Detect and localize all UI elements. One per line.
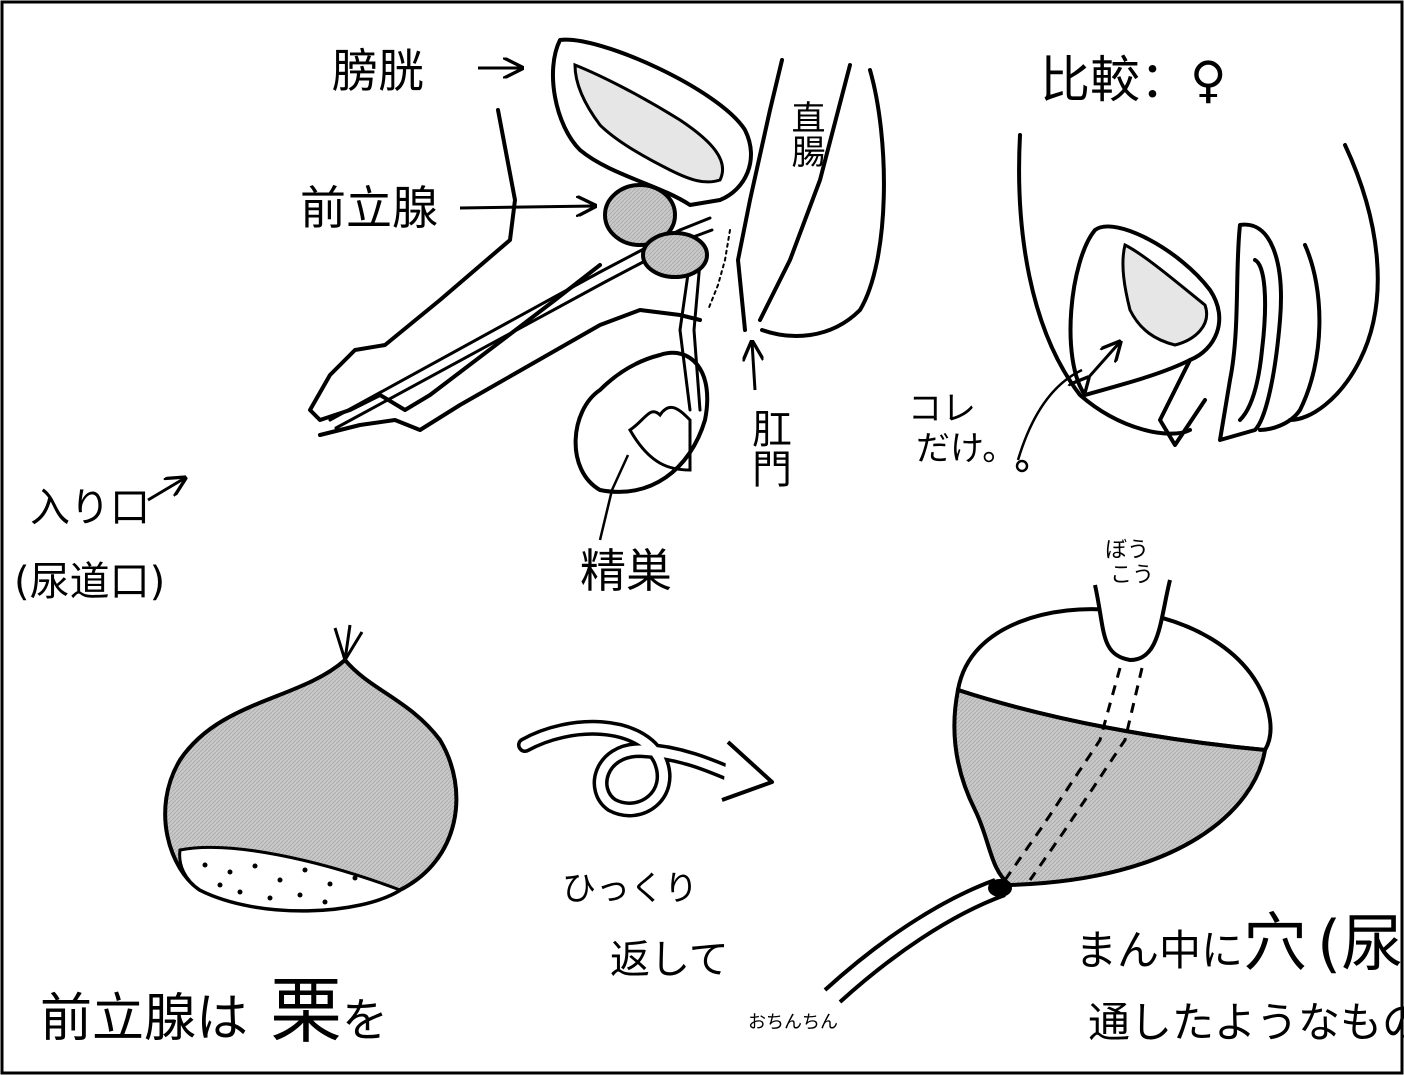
uterus-lumen [1123, 245, 1207, 345]
label-anus: 肛門 [748, 408, 788, 488]
label-kore: コレ [908, 392, 976, 426]
vagina-length-arrow [1088, 342, 1120, 378]
bladder-lumen [575, 65, 723, 182]
label-penis: おちんちん [748, 1014, 838, 1032]
anus-arrow [752, 342, 755, 390]
label-prostate: 前立腺 [300, 185, 438, 231]
chestnut-tip [335, 625, 362, 660]
label-flip: ひっくり [562, 872, 698, 906]
hole-prefix: まん中に [1075, 926, 1243, 975]
testis-pointer [600, 455, 628, 540]
label-compare-female: 比較：♀ [1040, 55, 1227, 105]
urethra-junction [988, 879, 1012, 897]
label-flip-over: 返して [610, 940, 729, 980]
caption-through: 通したようなもの [1088, 1002, 1404, 1044]
label-urethral-opening: (尿道口) [14, 562, 165, 602]
label-bladder-neck-2: こう [1110, 565, 1154, 587]
hole-char: 穴 [1243, 907, 1307, 981]
label-dake: だけ。 [916, 432, 1016, 466]
caption-suffix: を [342, 993, 388, 1047]
prostate-arrow [460, 206, 595, 208]
flip-arrowhead [722, 742, 772, 800]
caption-prefix: 前立腺は [40, 989, 248, 1049]
entrance-arrow [148, 478, 185, 500]
kore-dot [1017, 461, 1027, 471]
label-entrance: 入り口 [30, 488, 150, 528]
caption-prostate-is: 前立腺は栗を [40, 975, 388, 1047]
label-rectum: 直腸 [788, 100, 822, 168]
label-bladder: 膀胱 [332, 48, 424, 94]
label-testis: 精巣 [580, 548, 672, 594]
urethra-tube [825, 880, 1005, 1002]
caption-hole-line: まん中に穴(尿 [1075, 912, 1403, 976]
testis-shape [630, 407, 690, 470]
seminal-vesicle-shape [643, 233, 707, 277]
hole-paren: (尿 [1317, 907, 1403, 980]
female-anatomy [1019, 135, 1378, 445]
caption-chestnut: 栗 [270, 969, 342, 1053]
label-bladder-neck-1: ぼう [1105, 540, 1149, 562]
